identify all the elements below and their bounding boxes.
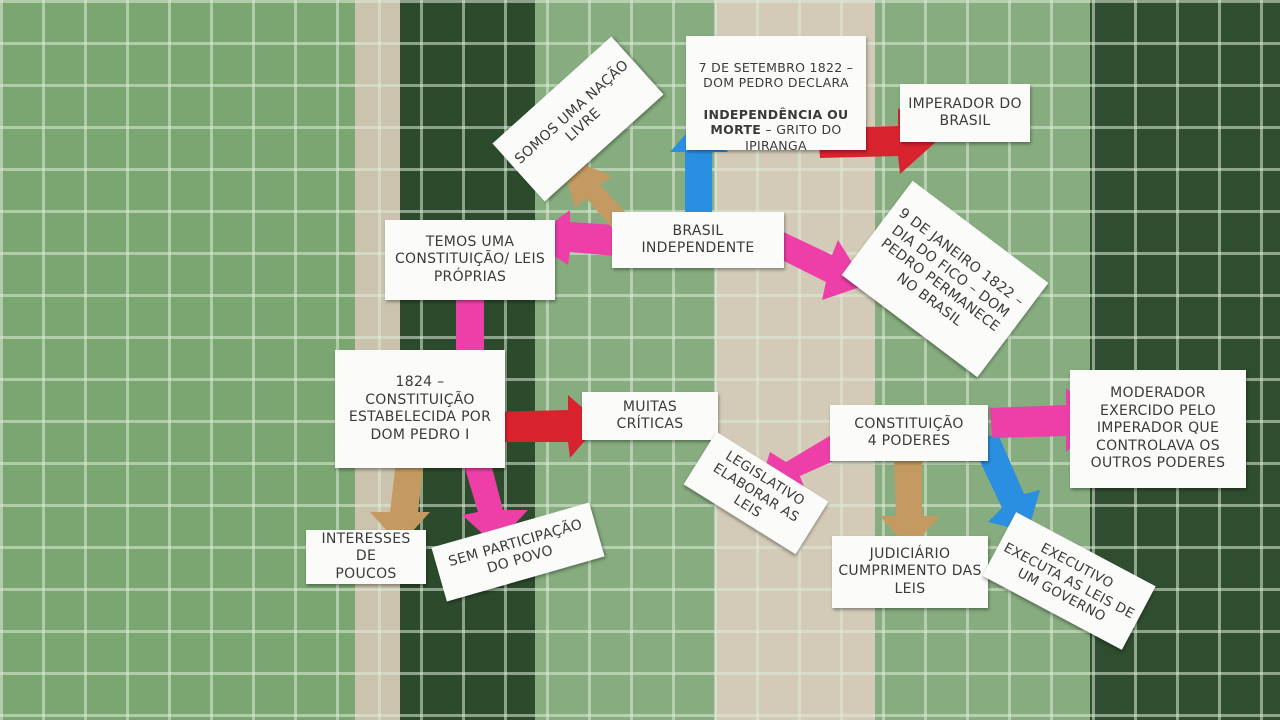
card-muitas-criticas: MUITAS CRÍTICAS	[582, 392, 718, 440]
card-temos-constituicao: TEMOS UMA CONSTITUIÇÃO/ LEIS PRÓPRIAS	[385, 220, 555, 300]
text-independencia-ou-morte: INDEPENDÊNCIA OU MORTE	[703, 106, 849, 138]
card-7-setembro: 7 DE SETEMBRO 1822 – DOM PEDRO DECLARA I…	[686, 36, 866, 153]
arrow-pink-downright	[766, 228, 866, 300]
arrow-tan-down	[370, 445, 430, 545]
card-interesses: INTERESSES DE POUCOS	[306, 530, 426, 584]
text-7-setembro-a: 7 DE SETEMBRO 1822 – DOM PEDRO DECLARA	[698, 59, 854, 91]
card-imperador: IMPERADOR DO BRASIL	[900, 84, 1030, 142]
arrow-tan-upleft	[560, 155, 628, 228]
card-constituicao-1824: 1824 – CONSTITUIÇÃO ESTABELECIDA POR DOM…	[335, 350, 505, 468]
text-grito-ipiranga: – GRITO DO IPIRANGA	[745, 122, 842, 153]
card-moderador: MODERADOR EXERCIDO PELO IMPERADOR QUE CO…	[1070, 370, 1246, 488]
card-brasil-independente: BRASIL INDEPENDENTE	[612, 212, 784, 268]
arrow-tan-down-2	[880, 460, 940, 550]
arrow-red-right-2	[490, 395, 600, 458]
card-quatro-poderes: CONSTITUIÇÃO 4 PODERES	[830, 405, 988, 461]
card-judiciario: JUDICIÁRIO CUMPRIMENTO DAS LEIS	[832, 536, 988, 608]
